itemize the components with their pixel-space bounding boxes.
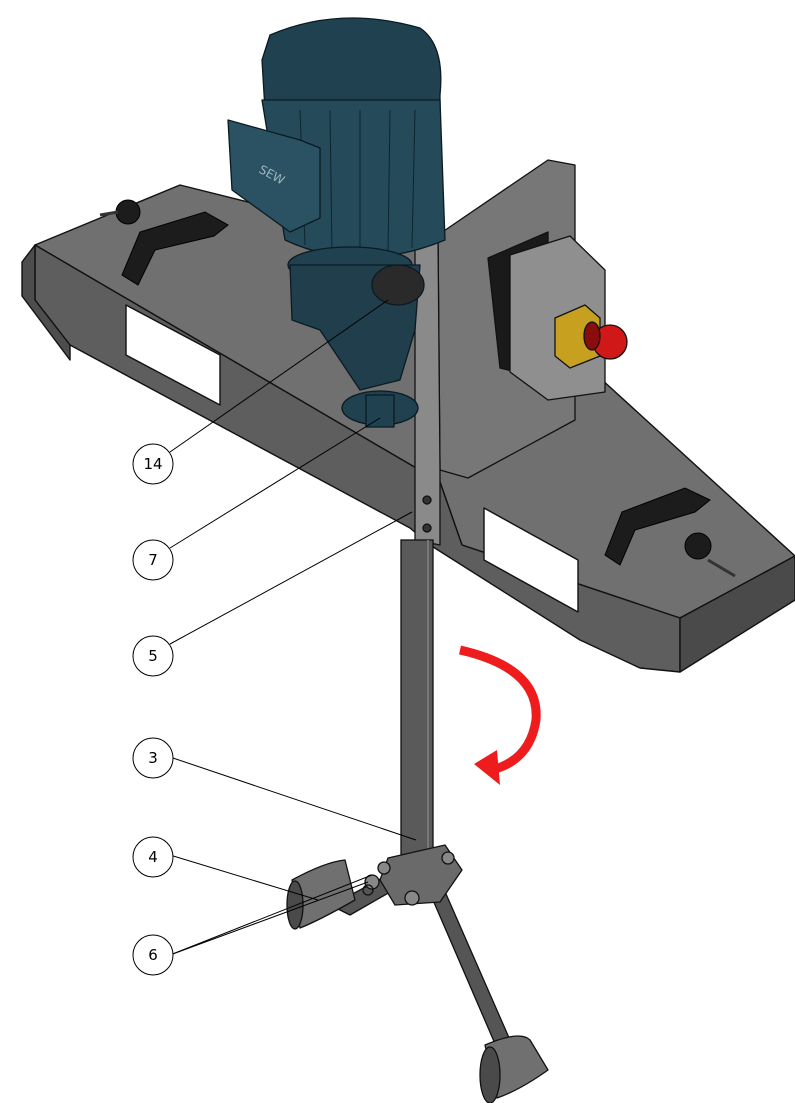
rotation-direction-arrow xyxy=(459,645,541,785)
frame-window-right xyxy=(483,507,579,613)
stirrer-fasteners xyxy=(362,851,455,906)
leader-6a xyxy=(169,881,369,956)
stirrer-assembly xyxy=(286,844,549,1103)
svg-text:4: 4 xyxy=(148,848,158,866)
leader-6b xyxy=(169,874,373,956)
leader-lines xyxy=(169,299,417,956)
leader-3 xyxy=(169,756,417,841)
coupling-disc xyxy=(371,264,425,306)
frame-window-left xyxy=(125,304,221,406)
callout-7: 7 xyxy=(132,539,174,581)
frame-handle-left xyxy=(121,211,229,286)
callout-5: 5 xyxy=(132,635,174,677)
callout-14: 14 xyxy=(132,443,174,485)
svg-text:14: 14 xyxy=(143,455,162,473)
motor-fan-cover xyxy=(261,17,442,111)
clamp-knob-left xyxy=(99,199,141,225)
callout-4: 4 xyxy=(132,836,174,878)
leader-7 xyxy=(169,417,381,549)
svg-text:7: 7 xyxy=(148,551,158,569)
frame-left-end xyxy=(21,244,71,361)
svg-text:5: 5 xyxy=(148,647,158,665)
motor-terminal-box xyxy=(227,119,321,233)
leader-4 xyxy=(169,854,319,901)
svg-text:3: 3 xyxy=(148,749,158,767)
callout-6: 6 xyxy=(132,934,174,976)
stirrer-hub xyxy=(379,844,463,906)
callout-3: 3 xyxy=(132,737,174,779)
leader-5 xyxy=(169,511,413,645)
agitator-shaft xyxy=(400,539,434,861)
svg-text:6: 6 xyxy=(148,946,158,964)
stirrer-cone-right xyxy=(484,1035,549,1099)
frame-handle-right xyxy=(604,487,711,566)
frame-right-end xyxy=(679,555,795,673)
switch-box xyxy=(487,231,628,401)
motor-assembly: SEW xyxy=(227,17,446,428)
clamp-knob-right xyxy=(684,532,736,578)
leader-14 xyxy=(169,299,389,453)
